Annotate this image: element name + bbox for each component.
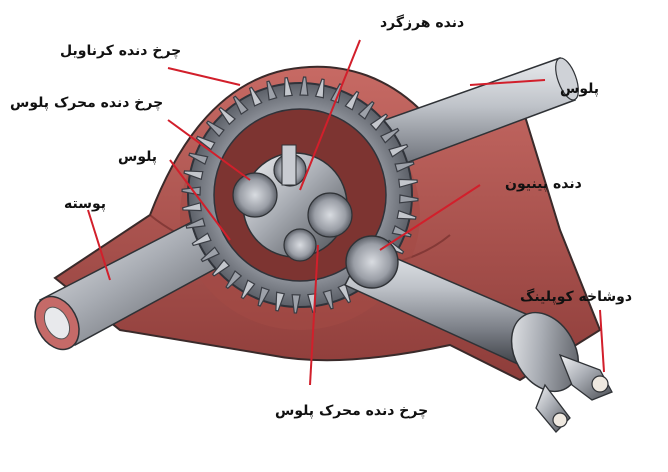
ring-gear-tooth (248, 86, 263, 107)
leader-axle-right (469, 79, 546, 86)
ring-gear-tooth (357, 100, 375, 120)
ring-gear-tooth (218, 106, 236, 126)
label-axle-right: پلوس (560, 81, 600, 97)
leader-axle-left (169, 159, 231, 241)
leader-ring-gear (167, 67, 241, 86)
differential-carrier (232, 144, 353, 262)
ring-gear-tooth (299, 76, 309, 96)
ring-gear-tooth (322, 289, 334, 310)
ring-gear-tooth (369, 113, 389, 131)
leader-spider-gear (299, 39, 361, 191)
ring-gear-tooth (183, 170, 204, 181)
label-ring-gear: چرخ دنده کرناویل (60, 43, 182, 59)
label-coupling-yoke: دوشاخه کوپلینگ (520, 289, 633, 305)
ring-gear-tooth (211, 259, 231, 277)
pinion-shaft (343, 235, 541, 366)
coupling-yoke (510, 311, 613, 433)
ring-gear-tooth (398, 178, 418, 188)
label-housing: پوسته (64, 196, 107, 212)
leader-side-gear-top (167, 119, 251, 181)
ring-gear-tooth (188, 152, 209, 165)
ring-gear-tooth (225, 270, 243, 290)
label-side-gear-bottom: چرخ دنده محرک پلوس (275, 403, 429, 419)
ring-gear-tooth (394, 161, 415, 173)
ring-gear-tooth (337, 283, 352, 304)
ring-gear-tooth (388, 143, 409, 158)
ring-gear-tooth (291, 294, 301, 314)
ring-gear-tooth (191, 232, 212, 247)
ring-gear-tooth (399, 194, 419, 204)
ring-gear-tooth (240, 279, 256, 300)
ring-gear-tooth (314, 78, 325, 99)
leader-pinion (379, 184, 481, 251)
ring-gear-tooth (391, 225, 412, 238)
ring-gear-tooth (195, 135, 216, 151)
ring-gear-tooth (257, 286, 270, 307)
ring-gear-tooth (182, 202, 202, 212)
label-pinion-gear: دنده پینیون (505, 176, 582, 192)
ring-gear-tooth (275, 291, 286, 312)
ring-gear-tooth (185, 217, 206, 229)
leader-lines (87, 39, 605, 386)
ring-gear-tooth (266, 80, 278, 101)
leader-housing (87, 209, 111, 281)
ring-gear-tooth (232, 95, 249, 115)
leader-coupling-yoke (599, 309, 605, 373)
ring-gear-tooth (283, 77, 293, 97)
ring-gear-tooth (205, 120, 225, 138)
ring-gear-tooth (200, 246, 220, 263)
leader-side-gear-bottom (309, 244, 319, 386)
ring-gear-tooth (344, 90, 360, 111)
ring-gear-tooth (396, 209, 417, 220)
label-axle-left: پلوس (118, 149, 158, 165)
label-spider-gear: دنده هرزگرد (380, 15, 465, 31)
label-side-gear-top: چرخ دنده محرک پلوس (10, 95, 164, 111)
ring-gear-tooth (380, 127, 400, 144)
